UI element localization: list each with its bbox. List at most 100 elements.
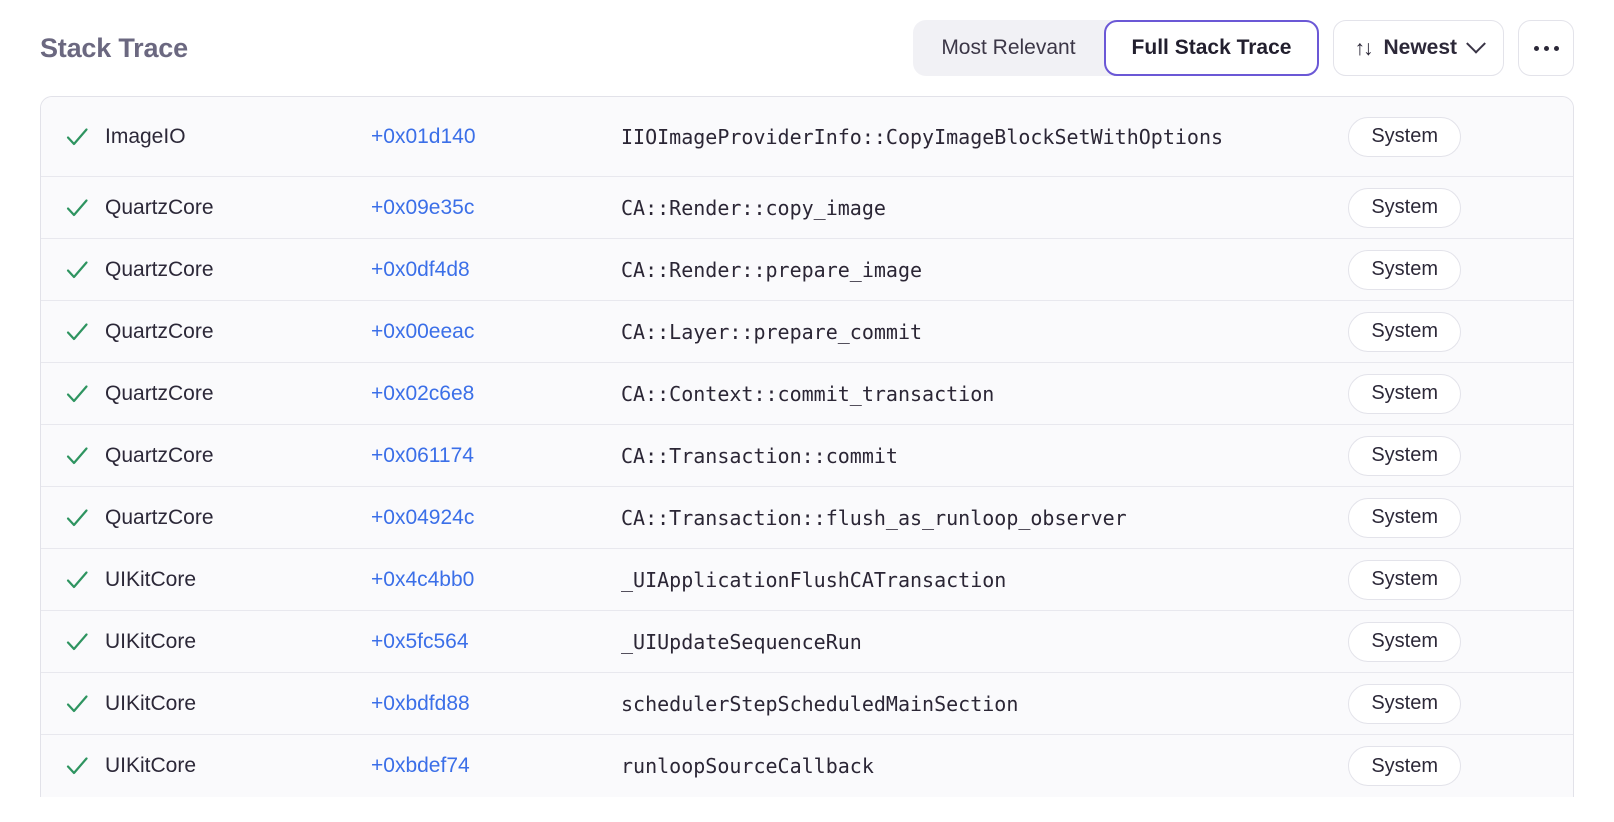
row-status-cell	[41, 256, 105, 284]
offset-link[interactable]: +0x5fc564	[371, 629, 469, 653]
status-badge: System	[1348, 435, 1461, 476]
ellipsis-icon	[1543, 45, 1549, 51]
check-icon	[66, 632, 88, 650]
symbol-name: _UIUpdateSequenceRun	[621, 629, 862, 654]
check-icon	[66, 508, 88, 526]
module-name: UIKitCore	[105, 567, 197, 591]
symbol-name: CA::Transaction::commit	[621, 443, 898, 468]
sort-updown-icon: ↑↓	[1354, 36, 1373, 60]
tab-most-relevant[interactable]: Most Relevant	[913, 20, 1103, 76]
check-icon	[66, 757, 88, 775]
row-status-cell	[41, 194, 105, 222]
symbol-name: IIOImageProviderInfo::CopyImageBlockSetW…	[621, 124, 1224, 149]
header-controls: Most Relevant Full Stack Trace ↑↓ Newest	[913, 20, 1574, 76]
module-name: QuartzCore	[105, 319, 214, 343]
origin-cell: System	[1311, 746, 1461, 786]
page-title: Stack Trace	[40, 32, 188, 63]
check-icon	[66, 384, 88, 402]
tab-full-stack-trace[interactable]: Full Stack Trace	[1103, 20, 1320, 76]
symbol-name: CA::Layer::prepare_commit	[621, 319, 923, 344]
symbol-name: _UIApplicationFlushCATransaction	[621, 567, 1007, 592]
row-status-cell	[41, 690, 105, 718]
origin-cell: System	[1311, 497, 1461, 538]
table-row[interactable]: QuartzCore +0x061174 CA::Transaction::comm…	[41, 425, 1573, 487]
row-status-cell	[41, 566, 105, 594]
offset-link[interactable]: +0x01d140	[371, 124, 476, 148]
origin-cell: System	[1311, 116, 1461, 157]
offset-link[interactable]: +0xbdfd88	[371, 691, 470, 715]
symbol-name: CA::Transaction::flush_as_runloop_observ…	[621, 505, 1127, 530]
row-status-cell	[41, 628, 105, 656]
row-status-cell	[41, 318, 105, 346]
offset-link[interactable]: +0x02c6e8	[371, 381, 475, 405]
module-name: UIKitCore	[105, 754, 197, 777]
sort-button[interactable]: ↑↓ Newest	[1333, 20, 1504, 76]
module-name: QuartzCore	[105, 505, 214, 529]
symbol-name: CA::Render::copy_image	[621, 195, 886, 220]
table-row[interactable]: UIKitCore +0xbdef74 runloopSourceCallback S…	[41, 735, 1573, 797]
origin-cell: System	[1311, 311, 1461, 352]
status-badge: System	[1348, 683, 1461, 724]
origin-cell: System	[1311, 187, 1461, 228]
offset-link[interactable]: +0x0df4d8	[371, 257, 470, 281]
row-status-cell	[41, 504, 105, 532]
status-badge: System	[1348, 311, 1461, 352]
check-icon	[66, 198, 88, 216]
row-status-cell	[41, 752, 105, 780]
check-icon	[66, 322, 88, 340]
origin-cell: System	[1311, 559, 1461, 600]
origin-cell: System	[1311, 435, 1461, 476]
table-row[interactable]: QuartzCore +0x00eeac CA::Layer::prepare_co…	[41, 301, 1573, 363]
status-badge: System	[1348, 497, 1461, 538]
origin-cell: System	[1311, 373, 1461, 414]
table-row[interactable]: UIKitCore +0x4c4bb0 _UIApplicationFlushCAT…	[41, 549, 1573, 611]
check-icon	[66, 127, 88, 145]
status-badge: System	[1348, 116, 1461, 157]
row-status-cell	[41, 380, 105, 408]
check-icon	[66, 570, 88, 588]
more-options-button[interactable]	[1518, 20, 1574, 76]
table-row[interactable]: QuartzCore +0x0df4d8 CA::Render::prepare_i…	[41, 239, 1573, 301]
status-badge: System	[1348, 187, 1461, 228]
status-badge: System	[1348, 746, 1461, 786]
origin-cell: System	[1311, 249, 1461, 290]
offset-link[interactable]: +0x4c4bb0	[371, 567, 475, 591]
status-badge: System	[1348, 621, 1461, 662]
module-name: QuartzCore	[105, 257, 214, 281]
chevron-down-icon	[1466, 33, 1486, 54]
status-badge: System	[1348, 249, 1461, 290]
module-name: QuartzCore	[105, 443, 214, 467]
origin-cell: System	[1311, 621, 1461, 662]
status-badge: System	[1348, 559, 1461, 600]
offset-link[interactable]: +0x061174	[371, 443, 474, 467]
offset-link[interactable]: +0x00eeac	[371, 319, 475, 343]
check-icon	[66, 446, 88, 464]
symbol-name: CA::Render::prepare_image	[621, 257, 923, 282]
panel-header: Stack Trace Most Relevant Full Stack Tra…	[0, 0, 1614, 96]
check-icon	[66, 694, 88, 712]
row-status-cell	[41, 123, 105, 151]
sort-label: Newest	[1383, 36, 1457, 59]
offset-link[interactable]: +0x09e35c	[371, 195, 475, 219]
offset-link[interactable]: +0x04924c	[371, 505, 475, 529]
offset-link[interactable]: +0xbdef74	[371, 754, 470, 777]
table-row[interactable]: QuartzCore +0x04924c CA::Transaction::flus…	[41, 487, 1573, 549]
table-row[interactable]: ImageIO +0x01d140 IIOImageProviderInfo::Co…	[41, 97, 1573, 177]
module-name: QuartzCore	[105, 381, 214, 405]
trace-view-segmented-control[interactable]: Most Relevant Full Stack Trace	[913, 20, 1320, 76]
symbol-name: runloopSourceCallback	[621, 754, 874, 778]
check-icon	[66, 260, 88, 278]
module-name: UIKitCore	[105, 691, 197, 715]
ellipsis-icon	[1553, 45, 1559, 51]
table-row[interactable]: QuartzCore +0x09e35c CA::Render::copy_imag…	[41, 177, 1573, 239]
module-name: ImageIO	[105, 124, 186, 148]
module-name: QuartzCore	[105, 195, 214, 219]
status-badge: System	[1348, 373, 1461, 414]
stack-trace-table: ImageIO +0x01d140 IIOImageProviderInfo::Co…	[40, 96, 1574, 797]
ellipsis-icon	[1533, 45, 1539, 51]
row-status-cell	[41, 442, 105, 470]
